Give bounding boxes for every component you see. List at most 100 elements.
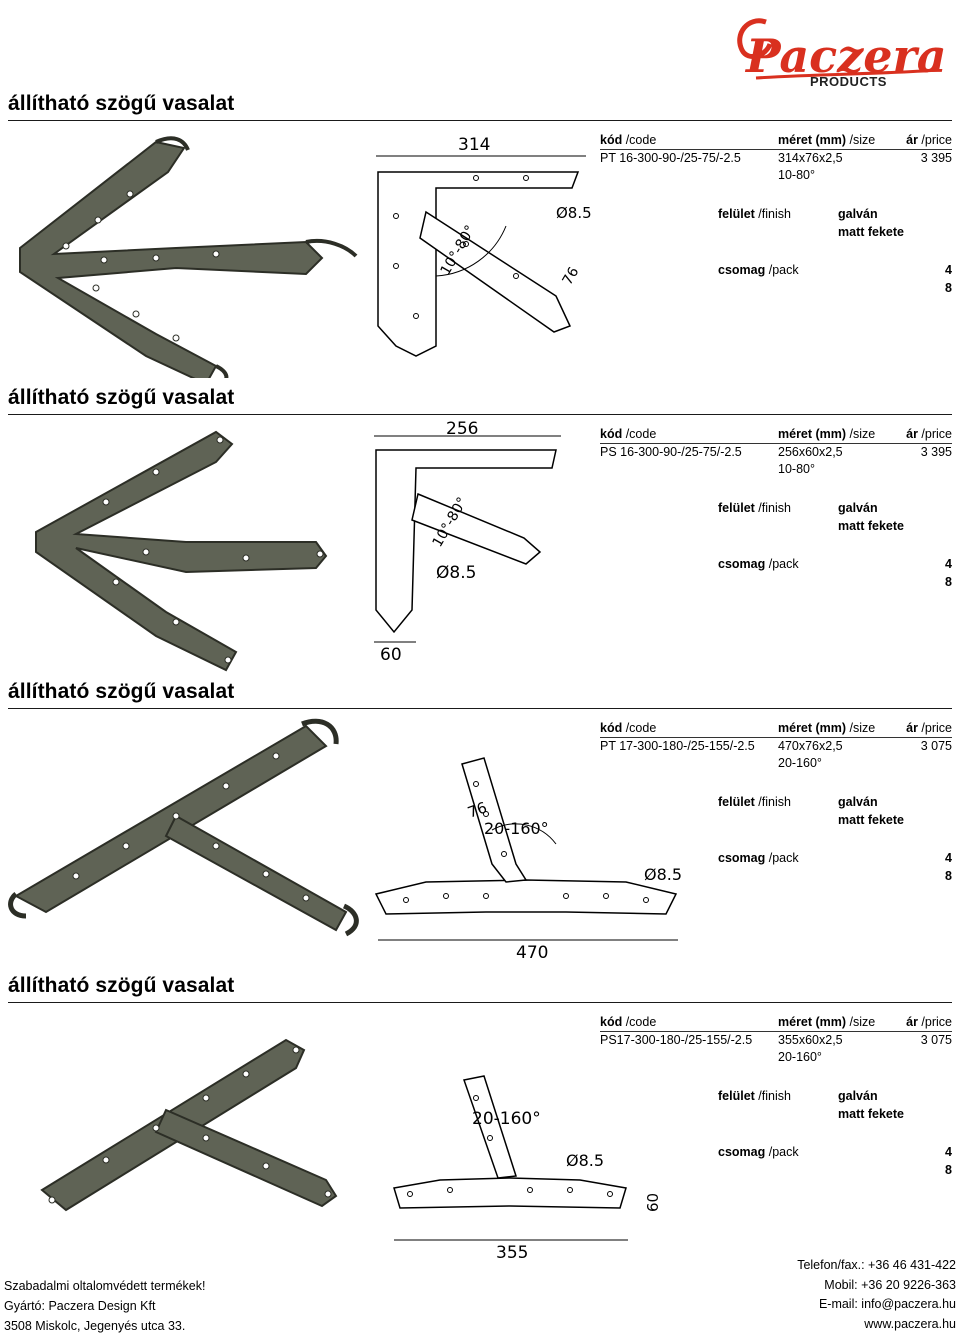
technical-drawing: 256 10°-80° Ø8.5 60 <box>356 419 606 670</box>
spec-header-row: kód /code méret (mm) /size ár /price <box>600 132 952 150</box>
product-price: 3 075 <box>920 1033 952 1047</box>
footer-address: 3508 Miskolc, Jegenyés utca 33. <box>4 1319 186 1333</box>
spec-table: kód /code méret (mm) /size ár /price PS … <box>600 426 952 593</box>
pack-row: csomag /pack 4 <box>718 851 952 865</box>
product-section: állítható szögű vasalat 256 10°-80° Ø8.5… <box>0 386 960 678</box>
spec-table: kód /code méret (mm) /size ár /price PS1… <box>600 1014 952 1181</box>
product-size: 470x76x2,5 <box>778 739 843 753</box>
paczera-logo: Paczera PRODUCTS <box>726 4 948 90</box>
finish-value-1: galván <box>838 501 878 515</box>
dimension-length-label: 256 <box>446 420 478 439</box>
product-size: 256x60x2,5 <box>778 445 843 459</box>
dimension-width-label: 76 <box>465 798 489 821</box>
spec-data-row: PT 17-300-180-/25-155/-2.5 470x76x2,5 3 … <box>600 738 952 755</box>
product-section: állítható szögű vasalat 314 10°-80° Ø8.5… <box>0 92 960 386</box>
technical-drawing: 20-160° Ø8.5 60 355 <box>380 1008 680 1263</box>
product-section: állítható szögű vasalat 20-160° 76 Ø8.5 … <box>0 680 960 972</box>
angle-range: 20-160° <box>778 1050 822 1064</box>
angle-row: 10-80° <box>600 461 952 479</box>
product-price: 3 395 <box>920 445 952 459</box>
dimension-length-label: 470 <box>516 943 548 963</box>
product-section: állítható szögű vasalat 20-160° Ø8.5 60 … <box>0 974 960 1266</box>
section-title: állítható szögű vasalat <box>8 680 235 703</box>
angle-range-label: 20-160° <box>472 1109 541 1129</box>
product-code: PS 16-300-90-/25-75/-2.5 <box>600 445 742 459</box>
dimension-length-label: 355 <box>496 1243 528 1258</box>
section-title: állítható szögű vasalat <box>8 974 235 997</box>
angle-range: 10-80° <box>778 462 815 476</box>
dimension-width-label: 60 <box>644 1193 662 1212</box>
angle-range-label: 20-160° <box>484 819 549 838</box>
hole-diameter-label: Ø8.5 <box>556 204 592 222</box>
finish-value-2: matt fekete <box>838 813 904 827</box>
footer-manufacturer: Szabadalmi oltalomvédett termékek! Gyárt… <box>4 1276 205 1336</box>
pack-qty-1: 4 <box>945 557 952 571</box>
angle-range: 20-160° <box>778 756 822 770</box>
section-divider <box>8 120 952 121</box>
pack-qty-1: 4 <box>945 263 952 277</box>
footer-mobile: Mobil: +36 20 9226-363 <box>824 1277 956 1292</box>
product-photo-t-bracket <box>6 1010 366 1260</box>
spec-data-row: PS17-300-180-/25-155/-2.5 355x60x2,5 3 0… <box>600 1032 952 1049</box>
finish-value-1: galván <box>838 1089 878 1103</box>
section-divider <box>8 414 952 415</box>
finish-value-2: matt fekete <box>838 1107 904 1121</box>
pack-qty-1: 4 <box>945 1145 952 1159</box>
product-size: 314x76x2,5 <box>778 151 843 165</box>
dimension-width-label: 76 <box>560 264 583 288</box>
spec-header-row: kód /code méret (mm) /size ár /price <box>600 426 952 444</box>
dimension-length-label: 314 <box>458 135 490 155</box>
finish-value-2: matt fekete <box>838 225 904 239</box>
finish-value-2: matt fekete <box>838 519 904 533</box>
angle-row: 20-160° <box>600 755 952 773</box>
product-code: PS17-300-180-/25-155/-2.5 <box>600 1033 753 1047</box>
finish-row: felület /finish galván <box>718 795 878 809</box>
footer-email[interactable]: E-mail: info@paczera.hu <box>818 1297 956 1311</box>
product-photo-t-bracket <box>6 716 366 966</box>
footer-patent-note: Szabadalmi oltalomvédett termékek! <box>4 1279 206 1293</box>
angle-range: 10-80° <box>778 168 815 182</box>
angle-row: 10-80° <box>600 167 952 185</box>
pack-qty-2: 8 <box>945 869 952 883</box>
product-photo-corner-bracket <box>6 128 366 386</box>
dimension-width-label: 60 <box>380 645 402 665</box>
hole-diameter-label: Ø8.5 <box>436 563 476 583</box>
finish-value-1: galván <box>838 207 878 221</box>
product-code: PT 16-300-90-/25-75/-2.5 <box>600 151 741 165</box>
product-price: 3 075 <box>920 739 952 753</box>
hole-diameter-label: Ø8.5 <box>566 1151 604 1170</box>
product-size: 355x60x2,5 <box>778 1033 843 1047</box>
pack-row: csomag /pack 4 <box>718 1145 952 1159</box>
technical-drawing: 314 10°-80° Ø8.5 76 <box>356 126 606 376</box>
pack-row: csomag /pack 4 <box>718 263 952 277</box>
section-divider <box>8 1002 952 1003</box>
pack-qty-2: 8 <box>945 575 952 589</box>
spec-header-row: kód /code méret (mm) /size ár /price <box>600 1014 952 1032</box>
product-code: PT 17-300-180-/25-155/-2.5 <box>600 739 755 753</box>
angle-row: 20-160° <box>600 1049 952 1067</box>
pack-qty-1: 4 <box>945 851 952 865</box>
section-title: állítható szögű vasalat <box>8 386 235 409</box>
spec-table: kód /code méret (mm) /size ár /price PT … <box>600 132 952 299</box>
finish-row: felület /finish galván <box>718 501 878 515</box>
section-divider <box>8 708 952 709</box>
section-title: állítható szögű vasalat <box>8 92 235 115</box>
product-price: 3 395 <box>920 151 952 165</box>
finish-row: felület /finish galván <box>718 207 878 221</box>
product-photo-corner-bracket <box>6 422 366 672</box>
spec-data-row: PT 16-300-90-/25-75/-2.5 314x76x2,5 3 39… <box>600 150 952 167</box>
pack-qty-2: 8 <box>945 281 952 295</box>
footer-website-link[interactable]: www.paczera.hu <box>864 1316 956 1331</box>
spec-data-row: PS 16-300-90-/25-75/-2.5 256x60x2,5 3 39… <box>600 444 952 461</box>
finish-row: felület /finish galván <box>718 1089 878 1103</box>
spec-table: kód /code méret (mm) /size ár /price PT … <box>600 720 952 887</box>
pack-row: csomag /pack 4 <box>718 557 952 571</box>
footer-phone: Telefon/fax.: +36 46 431-422 <box>797 1258 956 1272</box>
pack-qty-2: 8 <box>945 1163 952 1177</box>
finish-value-1: galván <box>838 795 878 809</box>
logo-subtitle: PRODUCTS <box>810 74 887 89</box>
footer-manufacturer-name: Gyártó: Paczera Design Kft <box>4 1299 156 1313</box>
hole-diameter-label: Ø8.5 <box>644 865 682 884</box>
spec-header-row: kód /code méret (mm) /size ár /price <box>600 720 952 738</box>
footer-contact: Telefon/fax.: +36 46 431-422 Mobil: +36 … <box>797 1256 956 1334</box>
